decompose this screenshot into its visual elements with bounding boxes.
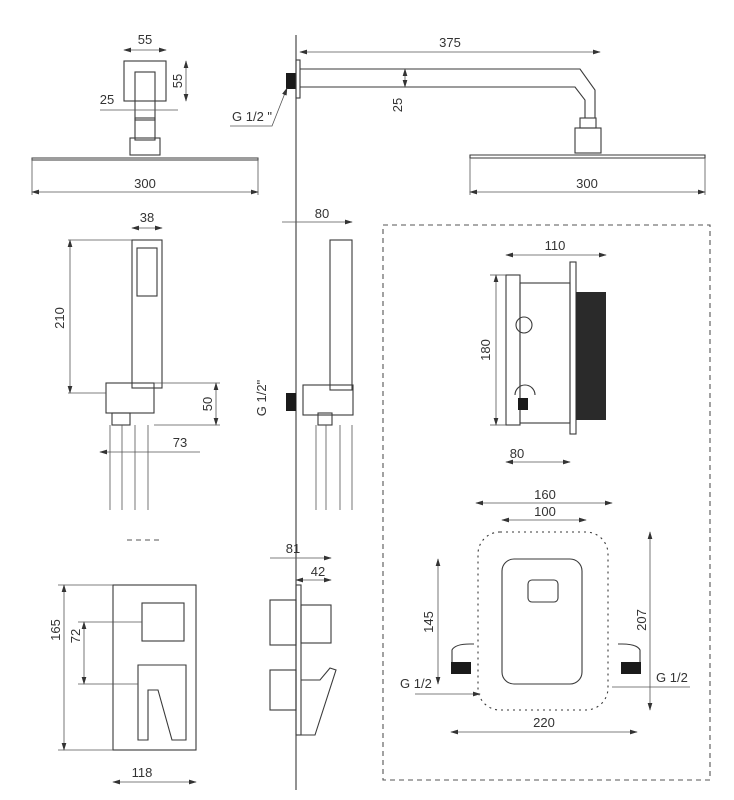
head-connection-label: G 1/2 ": [232, 109, 272, 124]
dim-arm-width: 25: [100, 92, 114, 107]
dim-box-height: 180: [478, 339, 493, 361]
box-connection-left: G 1/2: [400, 676, 432, 691]
dim-hand-width: 38: [140, 210, 154, 225]
dim-box-inner-height: 145: [421, 611, 436, 633]
dim-handle-spacing: 72: [68, 629, 83, 643]
dim-head-width-side: 300: [576, 176, 598, 191]
dim-arm-height: 25: [390, 98, 405, 112]
dim-holder-height: 50: [200, 397, 215, 411]
dim-box-depth: 80: [510, 446, 524, 461]
dim-head-top-height: 55: [170, 74, 185, 88]
dim-head-width-front: 300: [134, 176, 156, 191]
mixer-front-view: [58, 584, 197, 785]
dim-box-outer-height: 207: [634, 609, 649, 631]
dim-mixer-depth-plate: 42: [311, 564, 325, 579]
dim-hand-depth: 80: [315, 206, 329, 221]
dim-outlet-offset: 73: [173, 435, 187, 450]
dim-box-outer-width: 160: [534, 487, 556, 502]
hand-shower-side-view: [282, 219, 354, 510]
hand-connection-label: G 1/2": [254, 379, 269, 416]
dim-head-top-width: 55: [138, 32, 152, 47]
mixer-side-view: [269, 555, 337, 736]
box-connection-right: G 1/2: [656, 670, 688, 685]
dim-box-total-width: 220: [533, 715, 555, 730]
head-shower-front-view: [31, 47, 259, 195]
dim-mixer-width: 118: [132, 765, 153, 780]
dim-arm-length: 375: [439, 35, 461, 50]
box-detail-frame: [382, 224, 711, 781]
head-shower-side-view: [230, 49, 706, 195]
concealed-box-front-view: [415, 500, 690, 735]
dim-box-width: 110: [545, 238, 566, 253]
concealed-box-side-view: [490, 252, 607, 465]
dim-hand-height: 210: [52, 307, 67, 329]
dim-mixer-depth-total: 81: [286, 541, 300, 556]
dim-mixer-height: 165: [48, 619, 63, 641]
hand-shower-front-view: [67, 225, 220, 541]
dim-box-inner-width: 100: [534, 504, 556, 519]
